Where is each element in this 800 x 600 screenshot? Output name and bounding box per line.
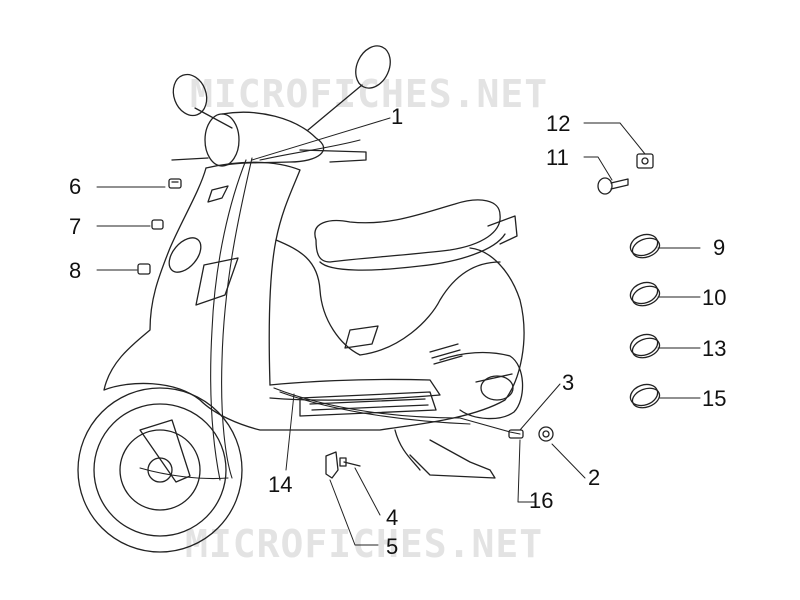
engine (344, 325, 524, 420)
callout-1: 1 (391, 104, 404, 129)
part-10-clamp (629, 281, 661, 307)
callout-6: 6 (69, 174, 82, 199)
callout-15: 15 (702, 386, 727, 411)
part-6-clip (168, 178, 182, 189)
part-7-clip (151, 219, 164, 230)
part-8-clip (137, 263, 151, 275)
part-2-grommet (538, 426, 554, 442)
callout-9: 9 (713, 235, 726, 260)
part-16-sleeve (508, 429, 524, 439)
part-9-clamp (629, 233, 661, 259)
cables (139, 139, 521, 481)
part-11-screw (597, 177, 629, 195)
callout-2: 2 (588, 465, 601, 490)
callout-16: 16 (529, 488, 554, 513)
callout-13: 13 (702, 336, 727, 361)
callout-11: 11 (546, 145, 569, 170)
callout-7: 7 (69, 214, 82, 239)
callout-8: 8 (69, 258, 82, 283)
scooter-body (103, 161, 525, 431)
callout-10: 10 (702, 285, 727, 310)
handlebar (171, 111, 367, 167)
callout-5: 5 (386, 534, 399, 559)
leader-lines (96, 117, 701, 546)
seat (314, 199, 518, 271)
part-15-clamp (629, 383, 661, 409)
part-13-clamp (629, 333, 661, 359)
floorboard (299, 391, 496, 479)
left-mirror (172, 73, 233, 129)
part-12-nut (636, 153, 654, 169)
callout-3: 3 (562, 370, 575, 395)
callout-12: 12 (546, 111, 571, 136)
callout-14: 14 (268, 472, 293, 497)
part-4-bolt (339, 457, 361, 467)
callout-4: 4 (386, 505, 399, 530)
watermark-top: MICROFICHES.NET (190, 72, 549, 116)
right-mirror (307, 45, 391, 131)
part-5-bracket (325, 451, 339, 479)
watermark-bottom: MICROFICHES.NET (185, 522, 544, 566)
